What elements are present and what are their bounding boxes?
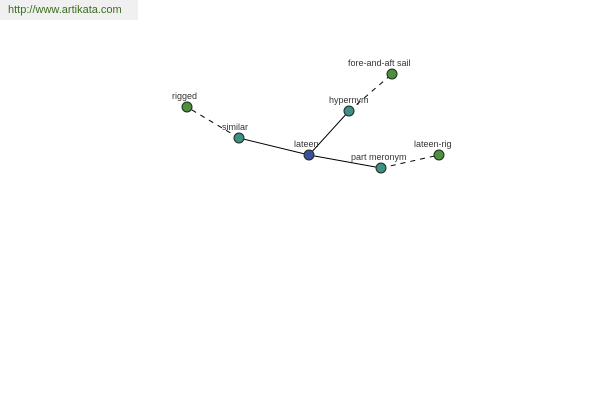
node-dot-lateen[interactable] — [303, 149, 315, 161]
edge-lateen-to-hypernym — [308, 110, 350, 156]
edge-hypernym-to-fore-and-aft-sail — [348, 73, 393, 112]
node-dot-hypernym[interactable] — [343, 105, 355, 117]
edges-layer — [186, 73, 440, 169]
node-fore-and-aft-sail[interactable]: fore-and-aft sail — [348, 58, 411, 80]
node-dot-rigged[interactable] — [181, 101, 193, 113]
node-dot-lateen-rig[interactable] — [433, 149, 445, 161]
nodes-layer: lateen similar hypernym part meronym rigged f… — [172, 58, 452, 174]
node-dot-part-meronym[interactable] — [375, 162, 387, 174]
edge-lateen-to-part-meronym — [308, 154, 382, 169]
node-label-rigged[interactable]: rigged — [172, 91, 197, 101]
node-rigged[interactable]: rigged — [172, 91, 197, 113]
site-url-link[interactable]: http://www.artikata.com — [8, 4, 122, 16]
edge-similar-to-rigged — [186, 106, 240, 139]
node-dot-fore-and-aft-sail[interactable] — [386, 68, 398, 80]
node-lateen[interactable]: lateen — [294, 139, 319, 161]
site-banner: http://www.artikata.com — [0, 0, 138, 20]
node-lateen-rig[interactable]: lateen-rig — [414, 139, 452, 161]
node-label-part-meronym[interactable]: part meronym — [351, 152, 407, 162]
node-label-lateen[interactable]: lateen — [294, 139, 319, 149]
edge-lateen-to-similar — [238, 137, 310, 156]
node-label-fore-and-aft-sail[interactable]: fore-and-aft sail — [348, 58, 411, 68]
node-dot-similar[interactable] — [233, 132, 245, 144]
node-hypernym[interactable]: hypernym — [329, 95, 369, 117]
node-similar[interactable]: similar — [222, 122, 248, 144]
node-part-meronym[interactable]: part meronym — [351, 152, 407, 174]
node-label-hypernym[interactable]: hypernym — [329, 95, 369, 105]
node-label-similar[interactable]: similar — [222, 122, 248, 132]
node-label-lateen-rig[interactable]: lateen-rig — [414, 139, 452, 149]
